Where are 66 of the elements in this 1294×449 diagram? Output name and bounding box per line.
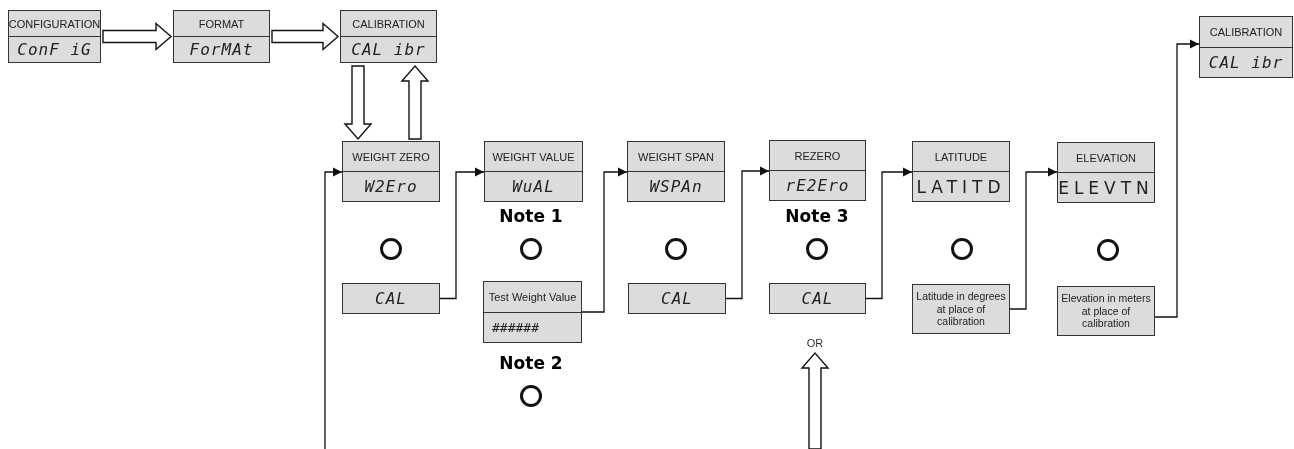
arrow [439,167,485,300]
note-label: Note 2 [499,353,563,373]
display-box [769,140,866,201]
arrow [865,167,913,300]
block-arrow [102,21,173,52]
display-label: CALIBRATION [352,17,425,30]
display-readout: ###### [492,319,539,335]
or-label: OR [800,335,830,351]
display-label: LATITUDE [934,150,988,163]
display-box [483,281,582,343]
display-box [342,283,440,314]
display-box [1057,142,1155,203]
display-readout: ForMAt [189,40,254,59]
display-label: WEIGHT ZERO [352,150,430,163]
display-box [1199,16,1293,78]
display-box [1057,286,1155,336]
display-box [484,141,583,202]
display-label: FORMAT [198,17,245,30]
description-text: Elevation in meters at place of calibration [1060,292,1152,330]
display-box [8,10,101,63]
display-box [627,141,725,202]
display-readout: LATITD [916,176,1006,197]
note-label: Note 1 [499,206,563,226]
display-box [628,283,726,314]
block-arrow [271,21,340,52]
display-readout: CAL [375,289,407,308]
circle-symbol [951,238,973,260]
circle-symbol [380,238,402,260]
display-label: ELEVATION [1075,151,1137,164]
block-arrow [400,64,430,140]
display-readout: W2Ero [364,177,418,196]
display-box [342,141,440,202]
display-box [912,141,1010,202]
note-label: Note 3 [785,206,849,226]
arrow [1009,167,1058,310]
circle-symbol [1097,239,1119,261]
display-readout: WuAL [512,177,555,196]
display-label: WEIGHT VALUE [492,150,575,163]
circle-symbol [520,238,542,260]
block-arrow [800,351,830,449]
display-box [912,284,1010,334]
display-readout: rE2Ero [785,176,850,195]
display-readout: WSPAn [649,177,703,196]
circle-symbol [520,385,542,407]
display-readout: CAL ibr [1208,52,1284,72]
display-readout: ELEVTN [1058,177,1154,198]
display-label: CONFIGURATION [8,17,101,30]
display-label: Test Weight Value [488,290,577,303]
display-box [173,10,270,63]
arrow [324,167,343,449]
display-label: REZERO [794,149,841,162]
circle-symbol [806,238,828,260]
display-readout: CAL [661,289,693,308]
display-readout: ConF iG [17,40,92,59]
display-readout: CAL ibr [351,40,426,59]
display-label: CALIBRATION [1209,25,1283,38]
block-arrow [343,65,373,141]
display-label: WEIGHT SPAN [638,150,714,163]
description-text: Latitude in degrees at place of calibration [915,290,1007,328]
display-box [769,283,866,314]
display-box [340,10,437,63]
arrow [581,167,628,313]
circle-symbol [665,238,687,260]
arrow [1154,39,1200,318]
arrow [725,166,770,300]
display-readout: CAL [801,289,834,308]
